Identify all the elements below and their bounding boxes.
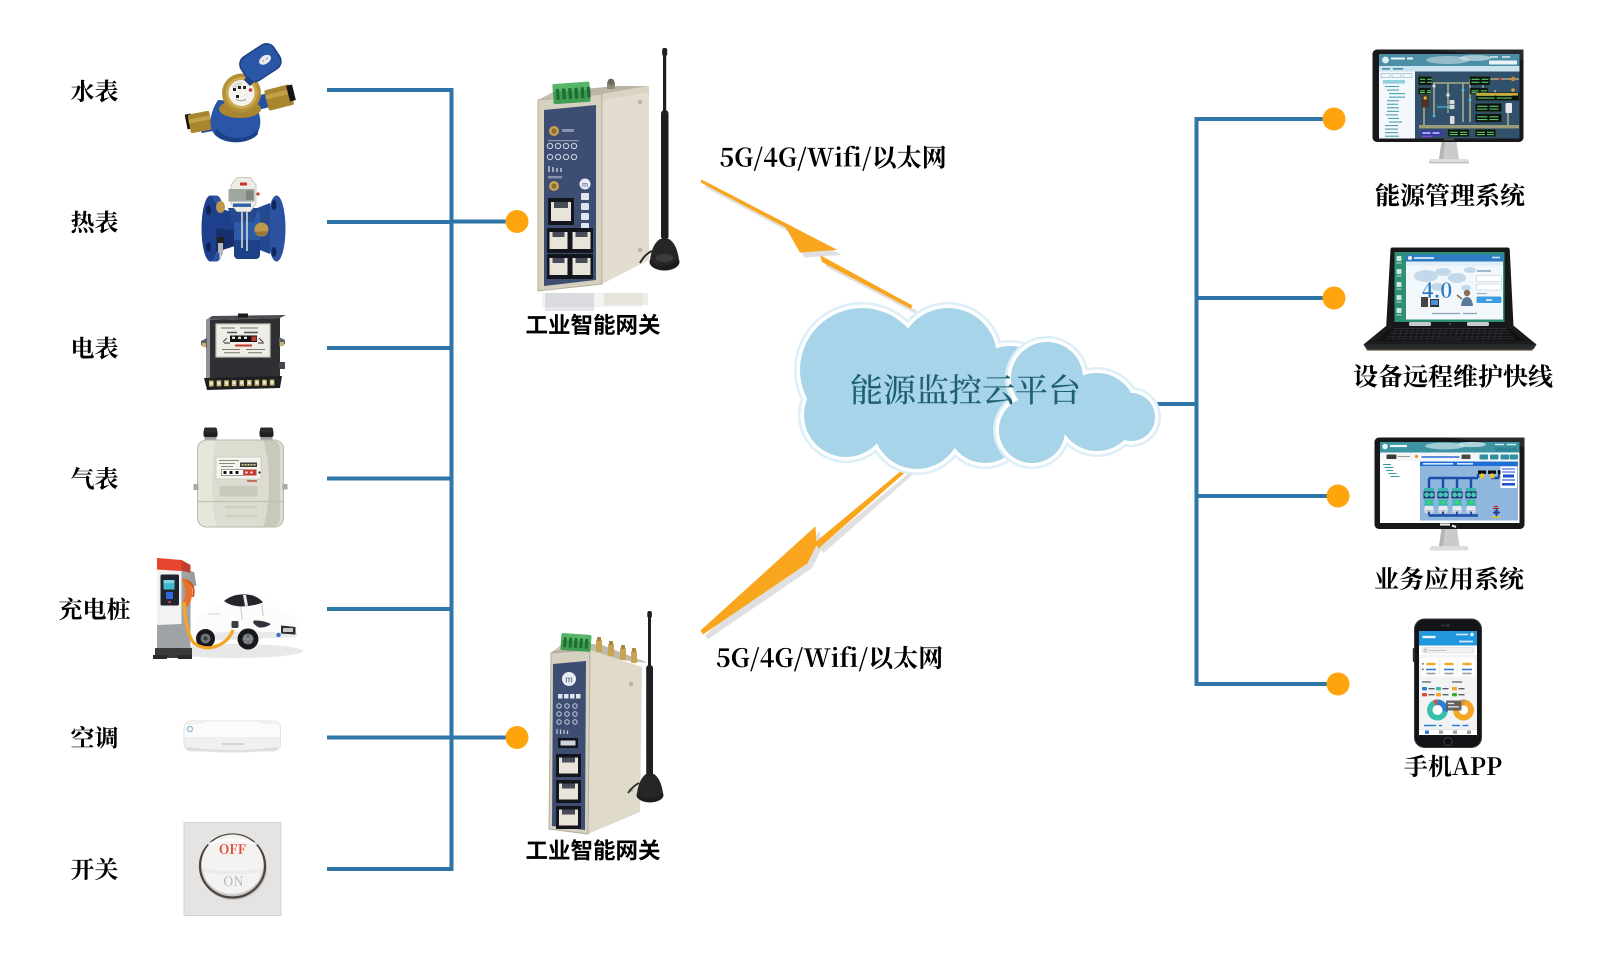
svg-text:m: m: [582, 182, 588, 189]
svg-text:m: m: [565, 675, 573, 685]
